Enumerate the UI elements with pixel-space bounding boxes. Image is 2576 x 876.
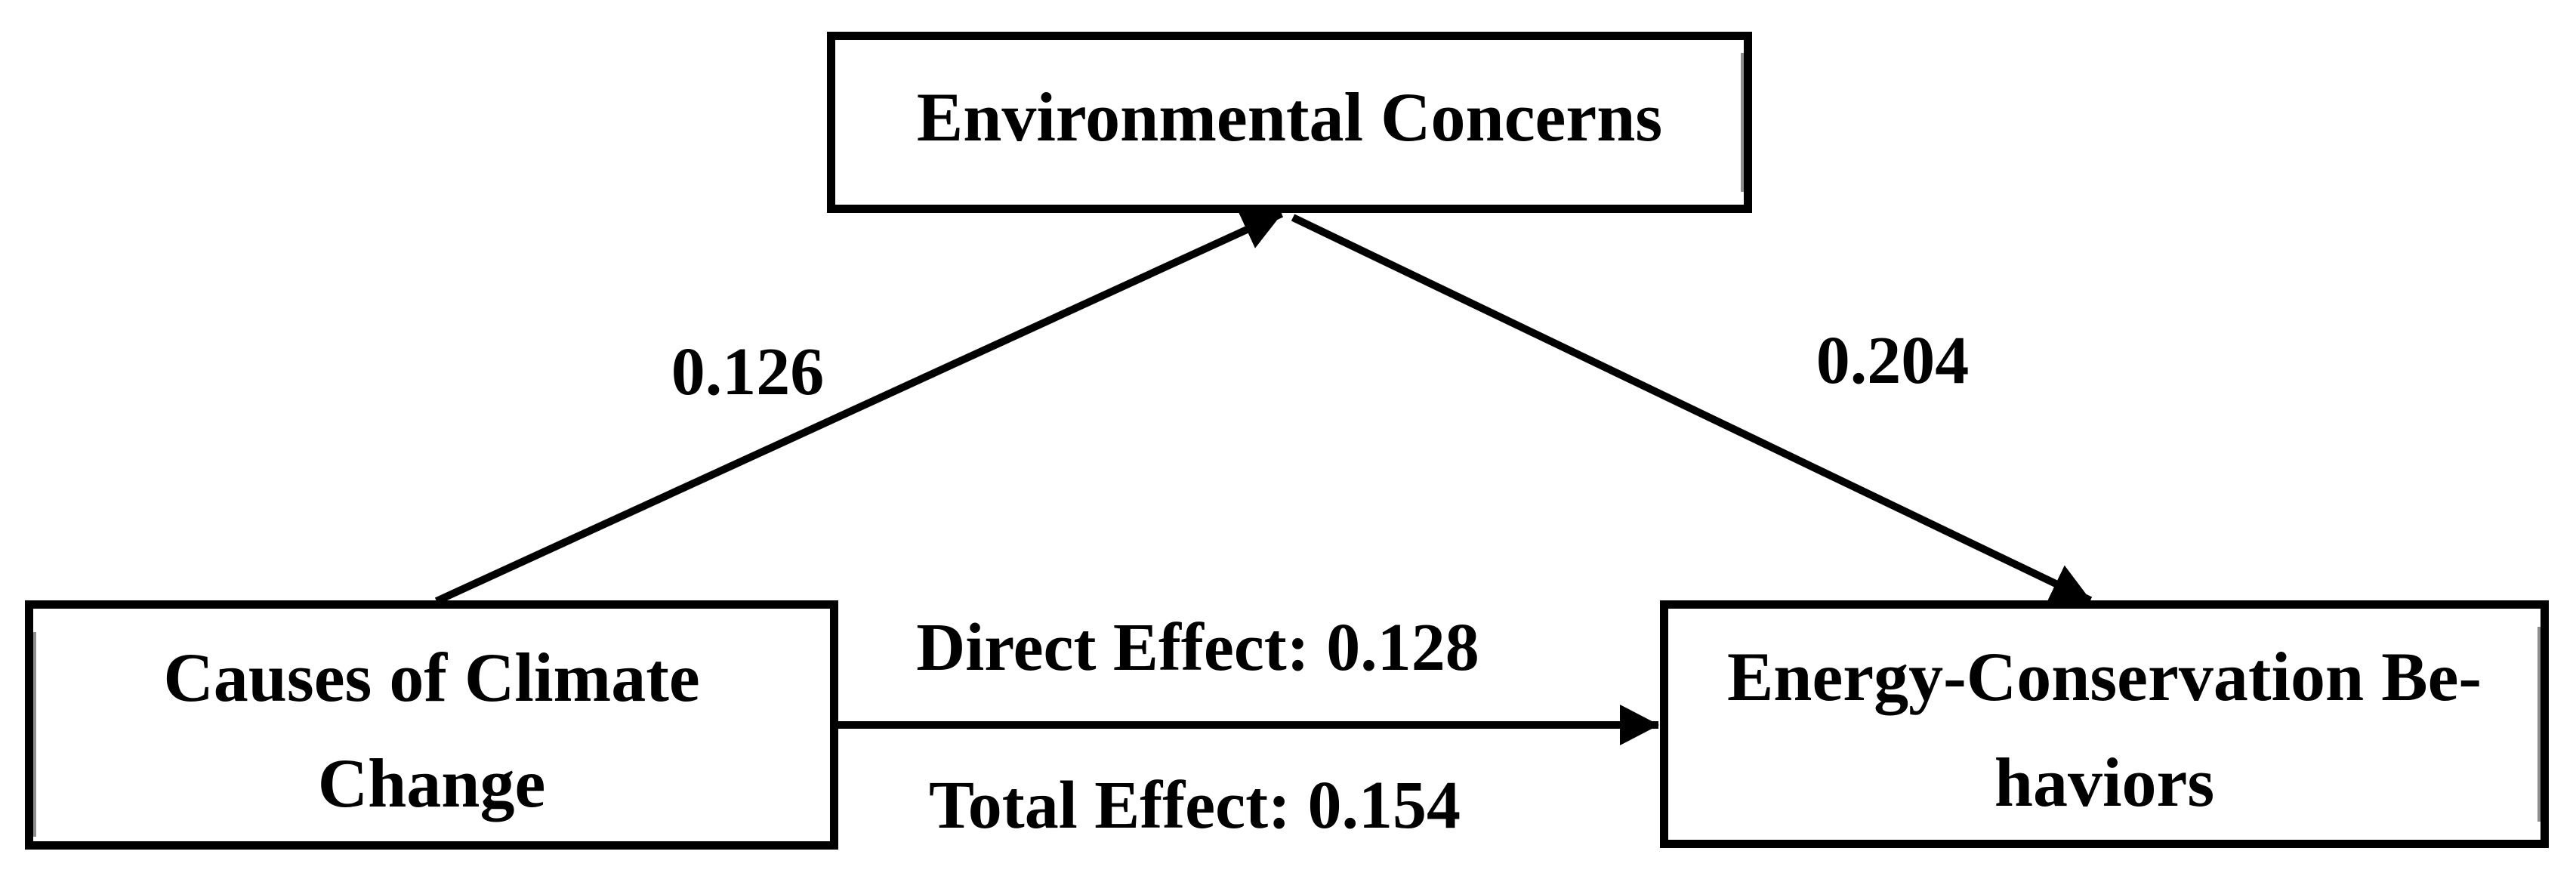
node-environmental-concerns: Environmental Concerns bbox=[827, 32, 1752, 213]
node-label-line: Environmental Concerns bbox=[916, 79, 1663, 156]
arrow-mediator-to-outcome bbox=[1291, 214, 2093, 604]
path-b-coefficient: 0.204 bbox=[1816, 323, 1970, 398]
node-energy-conservation-behaviors: Energy-Conservation Be- haviors bbox=[1660, 600, 2549, 848]
node-causes-of-climate-change: Causes of Climate Change bbox=[25, 600, 838, 850]
total-effect-label: Total Effect: 0.154 bbox=[928, 768, 1461, 843]
node-label-line: Causes of Climate bbox=[163, 639, 700, 717]
node-label-line: haviors bbox=[1994, 744, 2215, 821]
direct-effect-label: Direct Effect: 0.128 bbox=[916, 610, 1479, 685]
node-label-line: Change bbox=[317, 745, 546, 822]
node-label-line: Energy-Conservation Be- bbox=[1726, 638, 2482, 716]
path-a-coefficient: 0.126 bbox=[671, 335, 825, 409]
arrow-predictor-to-mediator bbox=[434, 210, 1284, 605]
